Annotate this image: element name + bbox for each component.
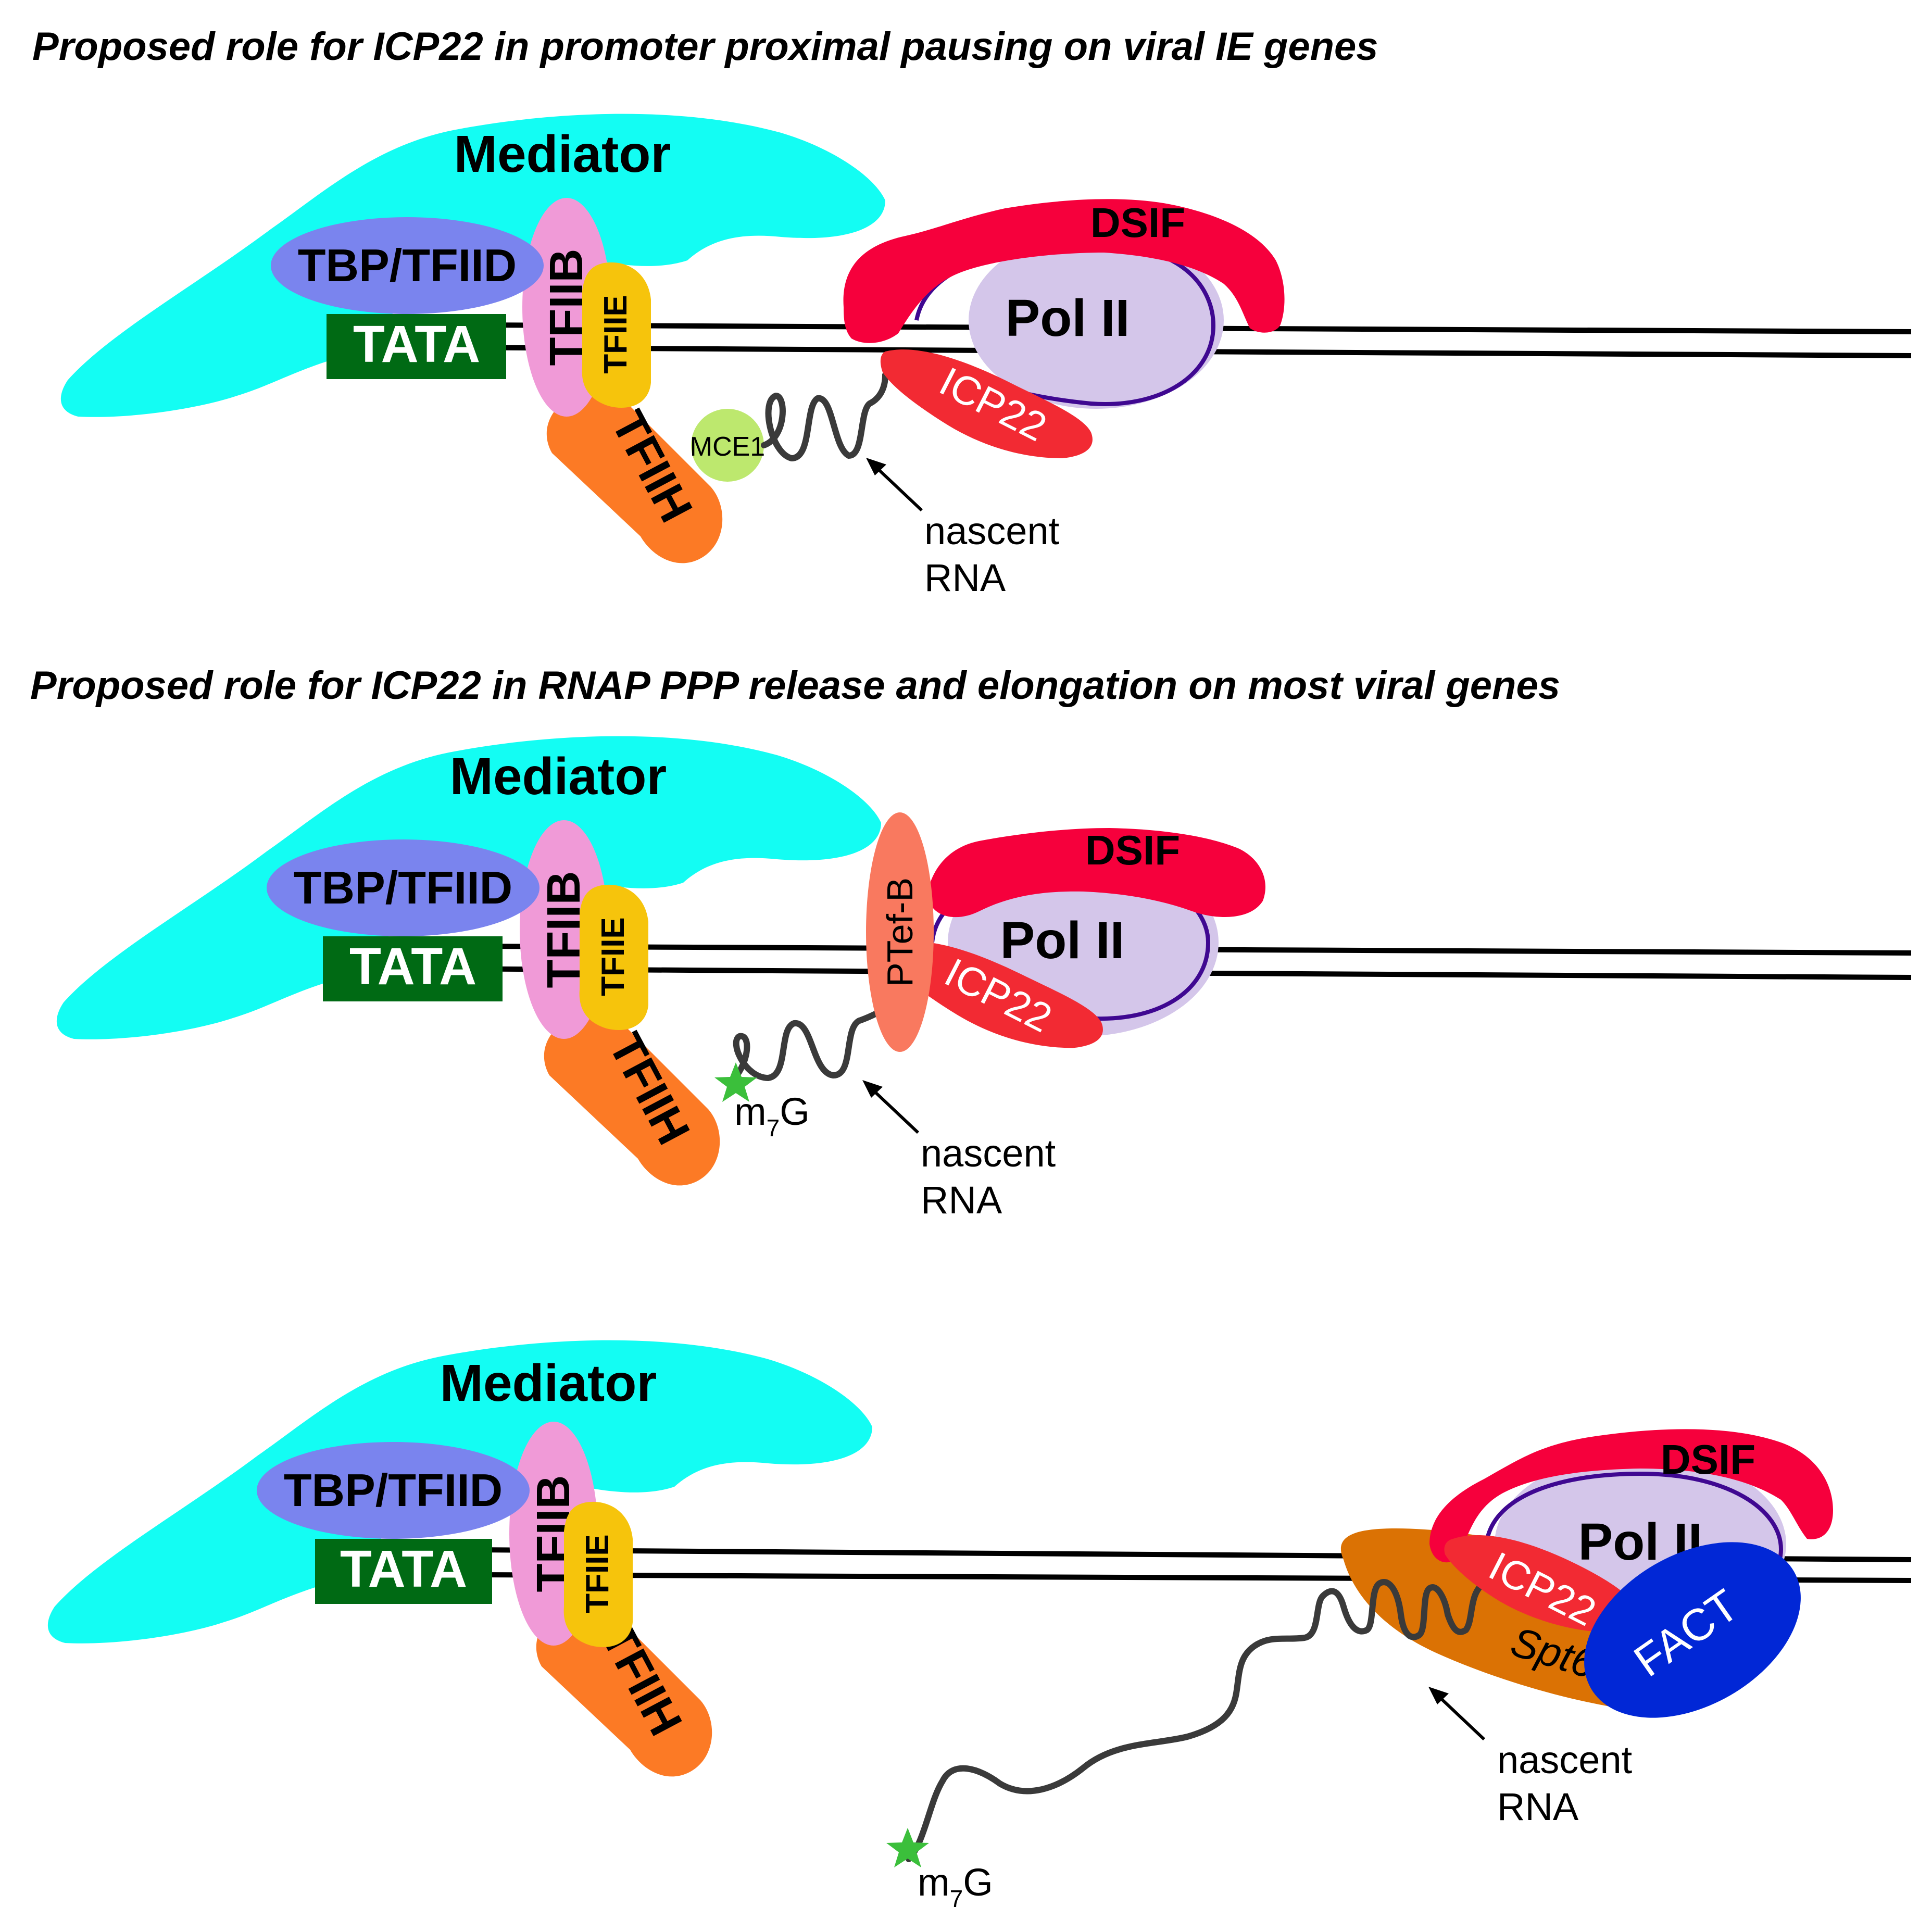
mediator-label: Mediator — [440, 1354, 657, 1412]
m7g-g: G — [963, 1861, 993, 1904]
nascent-rna-arrow — [873, 465, 923, 512]
tbp-tfiid-label: TBP/TFIID — [298, 240, 517, 291]
tfiie-label: TFIIE — [598, 295, 634, 374]
nascent-rna-label-2: RNA — [921, 1178, 1002, 1222]
mediator-label: Mediator — [450, 747, 667, 806]
tata-box — [315, 1539, 492, 1604]
m7g-g: G — [780, 1090, 810, 1133]
m7g-label: m7G — [918, 1861, 993, 1912]
nascent-rna-strand — [906, 1551, 1503, 1862]
tfiie-label: TFIIE — [595, 917, 631, 996]
dsif-label: DSIF — [1085, 827, 1180, 873]
ptef-b-label: PTef-B — [880, 877, 920, 987]
nascent-rna-label-1: nascent — [921, 1132, 1056, 1175]
m7g-m: m — [918, 1861, 950, 1904]
pol-ii-label: Pol II — [1006, 289, 1130, 347]
nascent-rna-arrow — [1436, 1693, 1486, 1741]
nascent-rna-arrowhead — [866, 458, 886, 475]
panel-elongation: Mediator TFIIH TFIIB TFIIE TBP/TFIID TAT… — [47, 1340, 1912, 1912]
tbp-tfiid-factor — [257, 1442, 530, 1539]
ptef-b-factor — [866, 812, 934, 1052]
panel-1-title: Proposed role for ICP22 in promoter prox… — [32, 24, 1378, 69]
pol-ii-label: Pol II — [1000, 911, 1125, 970]
dsif-label: DSIF — [1090, 199, 1185, 246]
tbp-tfiid-label: TBP/TFIID — [284, 1464, 503, 1516]
dsif-factor — [1429, 1429, 1833, 1563]
pol-ii-halo — [969, 232, 1224, 409]
tata-box — [327, 314, 506, 379]
nascent-rna-strand — [733, 1005, 894, 1082]
m7g-subscript: 7 — [950, 1885, 963, 1912]
m7g-cap-star-icon — [714, 1062, 757, 1102]
tbp-tfiid-label: TBP/TFIID — [294, 862, 512, 913]
nascent-rna-arrow — [870, 1087, 920, 1134]
tata-label: TATA — [349, 937, 476, 996]
panel-promoter-proximal-pausing: Mediator TFIIH TFIIB TFIIE TBP/TFIID TAT… — [60, 114, 1912, 599]
nascent-rna-label-2: RNA — [1497, 1785, 1579, 1828]
panel-2-title: Proposed role for ICP22 in RNAP PPP rele… — [30, 663, 1560, 708]
tata-label: TATA — [340, 1540, 467, 1598]
tfiie-label: TFIIE — [580, 1534, 616, 1613]
mce1-label: MCE1 — [690, 432, 765, 462]
nascent-rna-arrowhead — [1428, 1687, 1449, 1704]
m7g-cap-star-icon — [886, 1828, 929, 1867]
mce1-enzyme — [691, 409, 764, 482]
tata-box — [323, 936, 503, 1001]
tbp-tfiid-factor — [271, 217, 544, 314]
dsif-label: DSIF — [1661, 1436, 1755, 1483]
nascent-rna-label-1: nascent — [924, 509, 1060, 553]
nascent-rna-arrowhead — [862, 1080, 883, 1098]
panel-ppp-release: Mediator TFIIH TFIIB TFIIE TBP/TFIID TAT… — [56, 736, 1912, 1222]
nascent-rna-label-1: nascent — [1497, 1738, 1633, 1782]
m7g-label: m7G — [734, 1090, 810, 1141]
m7g-m: m — [734, 1090, 767, 1133]
tata-label: TATA — [353, 315, 480, 373]
m7g-subscript: 7 — [767, 1114, 780, 1141]
icp22-protein — [1444, 1535, 1641, 1633]
mediator-label: Mediator — [454, 125, 671, 183]
fact-factor — [1584, 1542, 1801, 1718]
tbp-tfiid-factor — [267, 839, 540, 936]
nascent-rna-label-2: RNA — [924, 556, 1006, 599]
